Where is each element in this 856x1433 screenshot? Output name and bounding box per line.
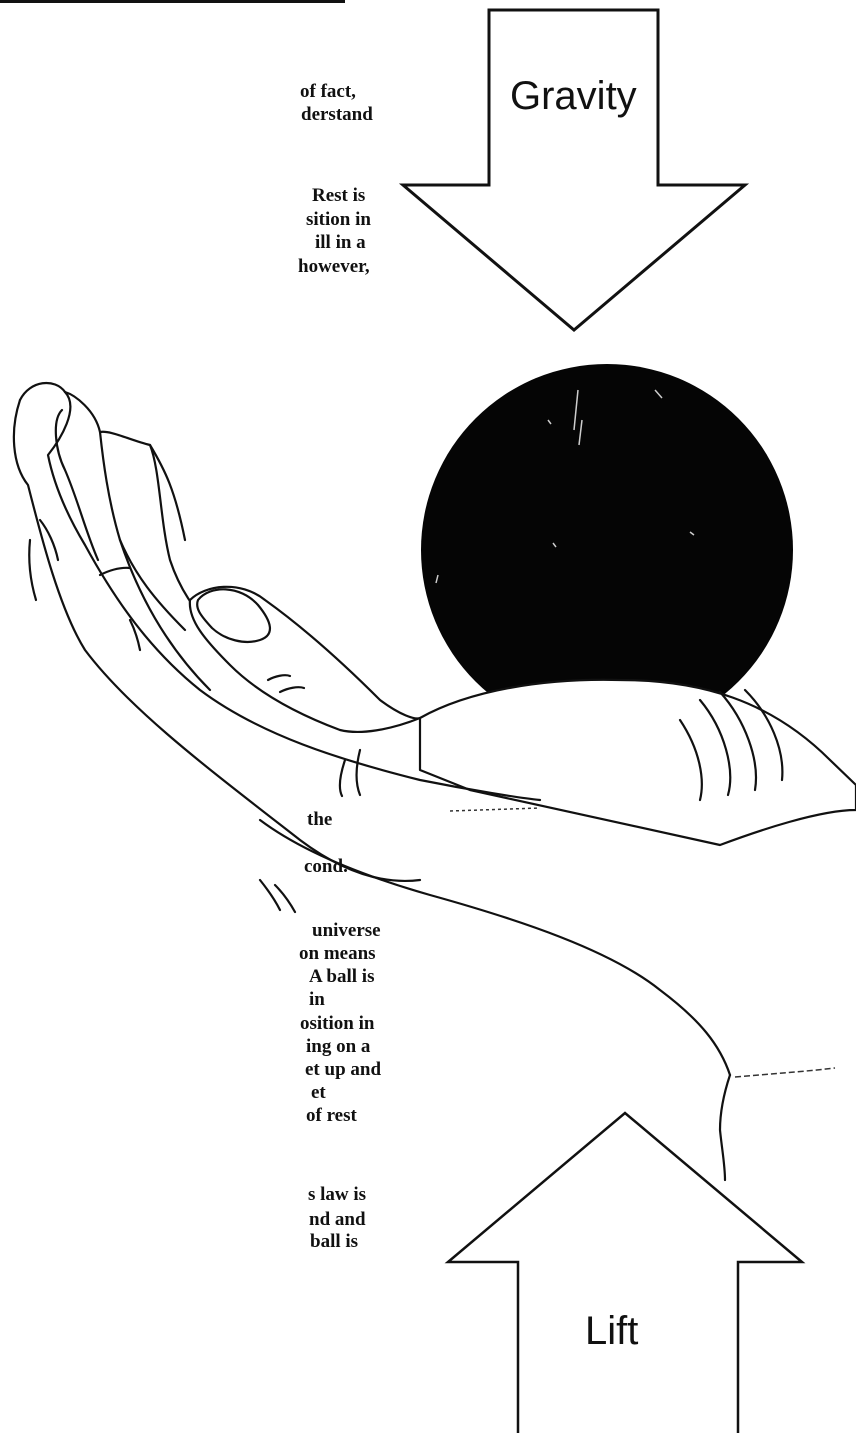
- gravity-arrow: [403, 10, 745, 330]
- gravity-label: Gravity: [510, 76, 637, 116]
- lift-arrow: [448, 1113, 802, 1433]
- lift-label: Lift: [585, 1311, 638, 1351]
